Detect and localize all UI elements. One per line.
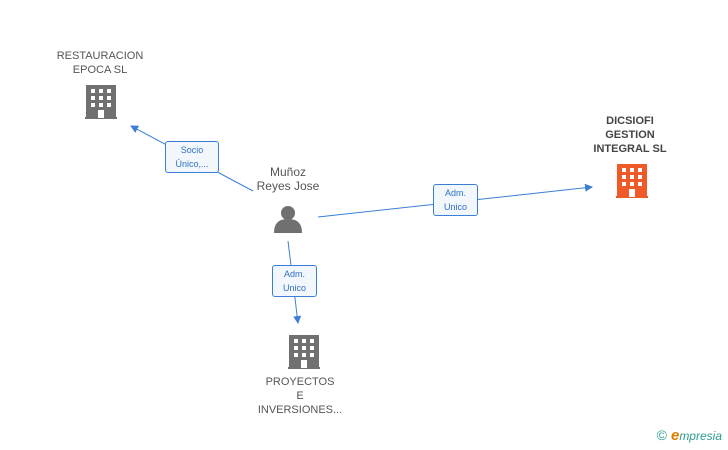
brand-logo[interactable]: ©empresia [657, 427, 722, 444]
node-label-proyectos[interactable]: PROYECTOS E INVERSIONES... [250, 375, 350, 417]
node-label-line: DICSIOFI [606, 115, 654, 127]
brand-initial: e [670, 427, 680, 444]
node-label-line: RESTAURACION [56, 50, 144, 62]
building-icon-dicsiofi[interactable] [616, 164, 648, 198]
node-label-line: GESTION [605, 129, 655, 141]
edge-label-adm-proyectos: Adm. Unico [272, 265, 317, 297]
edge-label-line: Único,... [175, 159, 209, 169]
edge-label-line: Adm. [444, 188, 466, 198]
person-name-line: Muñoz [269, 165, 307, 179]
building-icon-proyectos[interactable] [288, 335, 320, 369]
node-label-line: E [296, 390, 304, 402]
edge-label-socio: Socio Único,... [165, 141, 219, 173]
person-icon[interactable] [274, 206, 302, 233]
node-label-restauracion[interactable]: RESTAURACION EPOCA SL [48, 49, 152, 77]
edge-label-line: Socio [180, 145, 204, 155]
node-label-line: INTEGRAL SL [593, 143, 667, 155]
node-label-dicsiofi[interactable]: DICSIOFI GESTION INTEGRAL SL [582, 114, 678, 156]
node-label-line: PROYECTOS [265, 376, 335, 388]
edge-label-line: Unico [443, 202, 467, 212]
node-label-line: INVERSIONES... [257, 404, 343, 416]
node-label-person[interactable]: Muñoz Reyes Jose [238, 165, 338, 193]
edge-label-line: Unico [282, 283, 306, 293]
person-name-line: Reyes Jose [256, 179, 320, 193]
building-icon-restauracion[interactable] [85, 85, 117, 119]
edge-label-line: Adm. [283, 269, 305, 279]
edge-label-adm-dicsiofi: Adm. Unico [433, 184, 478, 216]
copyright-symbol: © [656, 427, 667, 443]
node-label-line: EPOCA SL [72, 64, 128, 76]
brand-name: mpresia [679, 429, 722, 443]
